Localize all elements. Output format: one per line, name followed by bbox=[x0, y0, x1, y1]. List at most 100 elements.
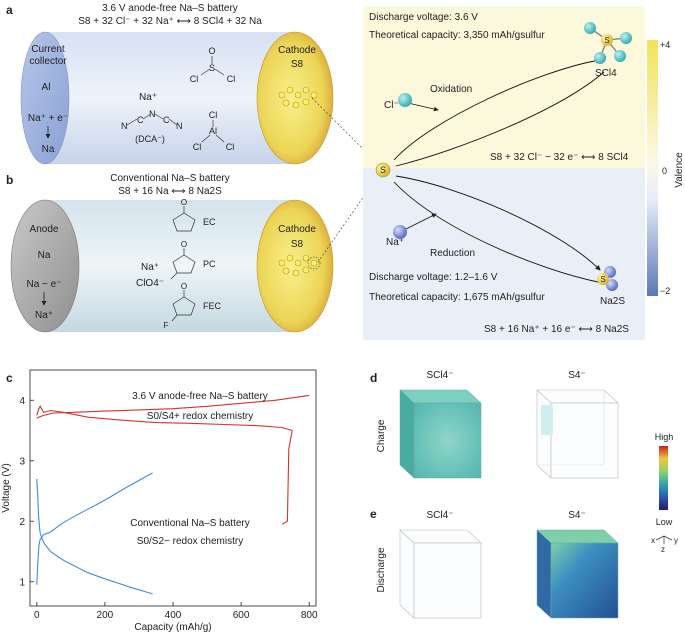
cube-d-s4 bbox=[536, 389, 619, 479]
panel-e-col-2: S4⁻ bbox=[568, 510, 586, 521]
oxidation-cycle bbox=[393, 58, 605, 167]
valence-tick-mid: 0 bbox=[662, 166, 667, 176]
cathode-material-b: S8 bbox=[291, 239, 304, 250]
socl2-cl2: Cl bbox=[227, 74, 236, 84]
cathode-label-a: Cathode bbox=[278, 45, 316, 56]
redox-bottom-region bbox=[363, 168, 645, 340]
product-scl4: SCl4 bbox=[595, 68, 617, 79]
axes-glyph bbox=[655, 535, 673, 544]
reduction-cycle bbox=[393, 175, 601, 283]
bottom-voltage: Discharge voltage: 1.2–1.6 V bbox=[369, 272, 498, 283]
panel-b-title: Conventional Na–S battery bbox=[110, 173, 230, 184]
product-na2s: Na2S bbox=[600, 296, 625, 307]
panel-label-a: a bbox=[6, 3, 13, 17]
oxidation-label: Oxidation bbox=[430, 84, 472, 95]
cathode-disk-a bbox=[256, 31, 334, 165]
collector-label-1: Current bbox=[31, 44, 65, 55]
panel-label-b: b bbox=[6, 173, 13, 187]
current-collector-cap bbox=[20, 31, 70, 165]
panel-b-cell bbox=[10, 199, 334, 333]
dca-n1: N bbox=[121, 121, 128, 131]
solvent-ec bbox=[172, 206, 196, 232]
dca-n3: N bbox=[176, 121, 183, 131]
cl-ball bbox=[398, 93, 412, 107]
collector-product: Na bbox=[42, 144, 55, 155]
dca-label: (DCA⁻) bbox=[135, 134, 165, 144]
x-tick-label: 600 bbox=[233, 610, 250, 621]
na2s-molecule bbox=[597, 266, 618, 291]
panel-d-col-2: S4⁻ bbox=[568, 370, 586, 381]
solvent-fec bbox=[171, 290, 196, 322]
socl2-s: S bbox=[209, 63, 215, 73]
solvent-pc-label: PC bbox=[203, 259, 216, 269]
cube-e-scl4 bbox=[399, 529, 482, 619]
reduction-label: Reduction bbox=[430, 248, 475, 259]
top-capacity: Theoretical capacity: 3,350 mAh/gsulfur bbox=[369, 30, 545, 41]
cathode-highlight-b bbox=[307, 256, 321, 270]
ec-carbonyl-o: O bbox=[181, 198, 187, 207]
socl2-o: O bbox=[208, 46, 215, 56]
scl4-molecule bbox=[584, 22, 632, 64]
collector-reaction: Na⁺ + e⁻ bbox=[28, 113, 68, 124]
dca-n2: N bbox=[149, 109, 156, 119]
colorbar-high: High bbox=[655, 432, 674, 442]
s8-ring-a bbox=[278, 86, 318, 109]
center-sulfur bbox=[375, 162, 391, 178]
series-line-2 bbox=[281, 430, 293, 525]
alcl-al: Al bbox=[209, 126, 217, 136]
reagent-na: Na⁺ bbox=[386, 237, 404, 248]
heat-colorbar bbox=[659, 446, 668, 510]
anode-product: Na⁺ bbox=[35, 310, 53, 321]
valence-tick-bottom: −2 bbox=[660, 286, 670, 296]
fluorine-label: F bbox=[164, 321, 169, 330]
y-tick-label: 1 bbox=[19, 577, 25, 588]
chart-annotation-1: 3.6 V anode-free Na–S battery bbox=[132, 391, 268, 402]
collector-material: Al bbox=[42, 82, 51, 93]
chart-annotation-3: Conventional Na–S battery bbox=[130, 518, 250, 529]
cl-arrow bbox=[407, 102, 439, 112]
dca-c1: C bbox=[137, 115, 144, 125]
axis-y-label: y bbox=[674, 536, 678, 545]
pc-carbonyl-o: O bbox=[181, 240, 187, 249]
fec-carbonyl-o: O bbox=[181, 282, 187, 291]
panel-d-row-label: Charge bbox=[376, 419, 387, 452]
axis-z-label: z bbox=[661, 545, 665, 554]
bottom-equation: S8 + 16 Na⁺ + 16 e⁻ ⟷ 8 Na2S bbox=[484, 324, 629, 335]
center-sulfur-label: S bbox=[380, 165, 386, 175]
bottom-capacity: Theoretical capacity: 1,675 mAh/gsulfur bbox=[369, 292, 545, 303]
colorbar-low: Low bbox=[656, 517, 673, 527]
series-line-1 bbox=[36, 405, 293, 432]
panel-label-d: d bbox=[370, 371, 377, 385]
cube-e-s4 bbox=[536, 529, 619, 619]
cube-d-scl4 bbox=[399, 389, 482, 479]
series-line-5 bbox=[36, 472, 153, 585]
alcl-cl2: Cl bbox=[193, 142, 202, 152]
panel-b-reaction: S8 + 16 Na ⟷ 8 Na2S bbox=[118, 186, 222, 197]
top-equation: S8 + 32 Cl⁻ − 32 e⁻ ⟷ 8 SCl4 bbox=[490, 152, 629, 163]
panel-a-cell bbox=[20, 31, 334, 165]
na-ball bbox=[393, 225, 407, 239]
anode-material: Na bbox=[38, 250, 51, 261]
chart-annotation-2: S0/S4+ redox chemistry bbox=[147, 411, 253, 422]
panel-e-col-1: SCl4⁻ bbox=[427, 510, 454, 521]
alcl-cl3: Cl bbox=[226, 142, 235, 152]
solvent-fec-label: FEC bbox=[203, 301, 222, 311]
x-tick-label: 200 bbox=[97, 610, 114, 621]
anode-reaction: Na − e⁻ bbox=[26, 279, 61, 290]
s8-ring-b bbox=[278, 254, 318, 277]
series-line-4 bbox=[36, 478, 153, 595]
salt-anion: ClO4⁻ bbox=[136, 278, 164, 289]
chart-plot-frame bbox=[29, 369, 317, 607]
reagent-cl: Cl⁻ bbox=[384, 100, 399, 111]
y-tick-label: 4 bbox=[19, 396, 25, 407]
alcl-molecule bbox=[201, 120, 225, 143]
panel-a-title: 3.6 V anode-free Na–S battery bbox=[102, 3, 238, 14]
anode-label: Anode bbox=[30, 224, 59, 235]
salt-cation: Na⁺ bbox=[141, 262, 159, 273]
chart-ylabel: Voltage (V) bbox=[1, 463, 12, 512]
valence-tick-top: +4 bbox=[660, 40, 670, 50]
alcl-cl1: Cl bbox=[209, 110, 218, 120]
series-line-3 bbox=[36, 394, 310, 419]
scl4-s: S bbox=[604, 36, 609, 45]
